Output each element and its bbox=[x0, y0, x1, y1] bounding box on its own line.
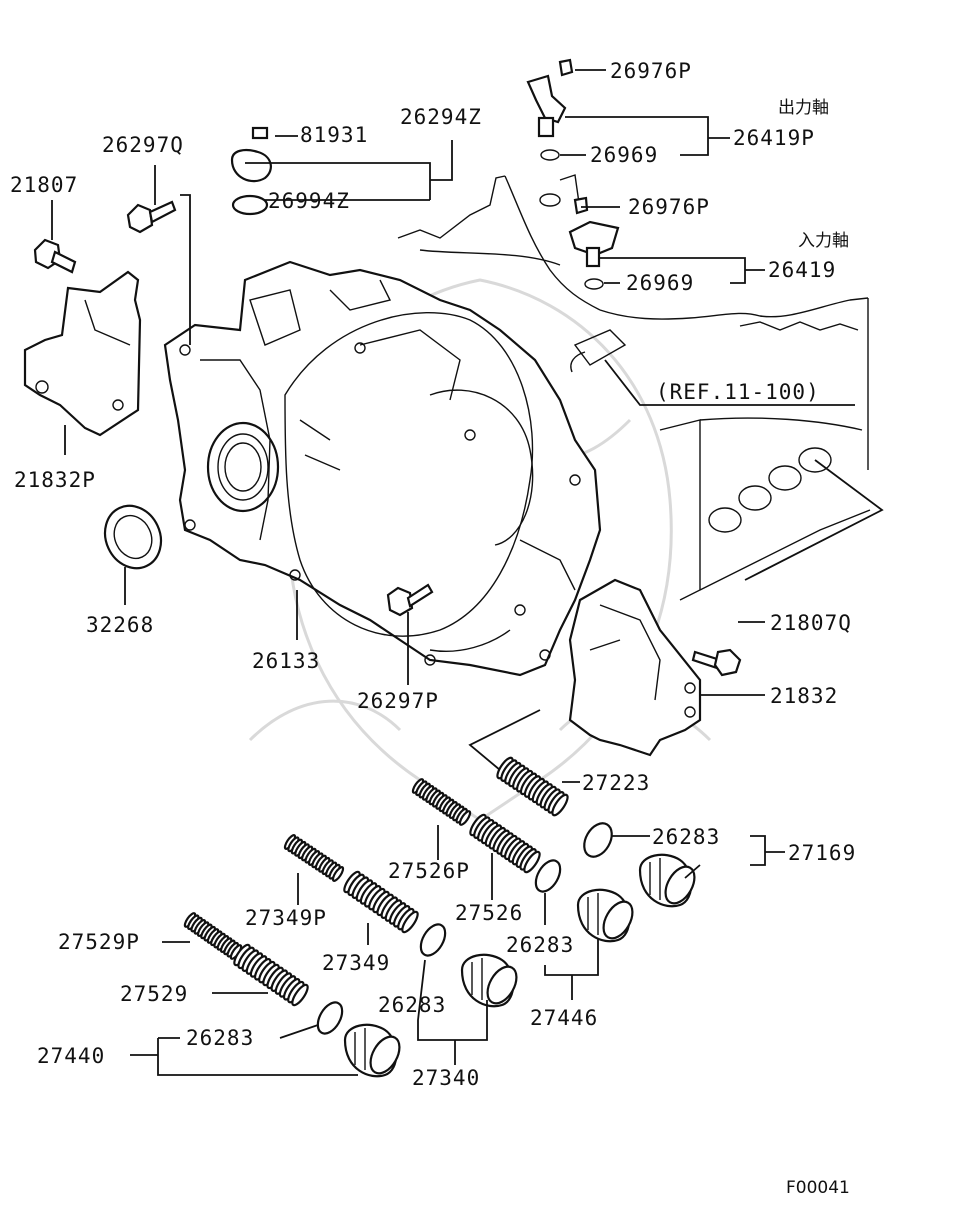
spring-27526P bbox=[411, 778, 472, 826]
label-27349P: 27349P bbox=[245, 906, 327, 930]
label-27529P: 27529P bbox=[58, 930, 140, 954]
bolt-21807Q bbox=[691, 648, 742, 677]
label-26297Q: 26297Q bbox=[102, 133, 184, 157]
oring-26283-low bbox=[419, 923, 447, 957]
oil-seal-32268 bbox=[103, 504, 163, 570]
label-26283-a: 26283 bbox=[652, 825, 720, 849]
label-26969-bottom: 26969 bbox=[626, 271, 694, 295]
spring-coil bbox=[523, 850, 541, 874]
spring-coil bbox=[331, 866, 345, 882]
label-27223: 27223 bbox=[582, 771, 650, 795]
label-26133: 26133 bbox=[252, 649, 320, 673]
leader-lines bbox=[51, 69, 884, 1076]
label-21832: 21832 bbox=[770, 684, 838, 708]
spring-27529P bbox=[183, 912, 243, 960]
bracket-21832P bbox=[23, 270, 142, 437]
label-27440: 27440 bbox=[37, 1044, 105, 1068]
label-26994Z: 26994Z bbox=[268, 189, 350, 213]
oring-26283-mid bbox=[534, 859, 562, 893]
label-27529: 27529 bbox=[120, 982, 188, 1006]
spring-27349P bbox=[283, 834, 345, 882]
label-27526: 27526 bbox=[455, 901, 523, 925]
label-26283-b: 26283 bbox=[506, 933, 574, 957]
label-output-shaft: 出力軸 bbox=[778, 98, 829, 118]
spring-coil bbox=[401, 910, 419, 934]
label-26419: 26419 bbox=[768, 258, 836, 282]
label-26297P: 26297P bbox=[357, 689, 439, 713]
label-ref: (REF.11-100) bbox=[656, 380, 820, 404]
label-27340: 27340 bbox=[412, 1066, 480, 1090]
bolt-26297P bbox=[386, 583, 434, 617]
bracket-21832 bbox=[568, 578, 702, 757]
spring-27223 bbox=[496, 756, 569, 817]
label-27446: 27446 bbox=[530, 1006, 598, 1030]
label-26969-top: 26969 bbox=[590, 143, 658, 167]
spring-coil bbox=[458, 810, 472, 826]
label-21807Q: 21807Q bbox=[770, 611, 852, 635]
figure-code: F00041 bbox=[786, 1178, 850, 1198]
label-26976P-top: 26976P bbox=[610, 59, 692, 83]
label-26294Z: 26294Z bbox=[400, 105, 482, 129]
label-26283-c: 26283 bbox=[378, 993, 446, 1017]
label-81931: 81931 bbox=[300, 123, 368, 147]
label-21807: 21807 bbox=[10, 173, 78, 197]
oring-26283-bottom bbox=[316, 1001, 344, 1035]
spring-27529 bbox=[233, 943, 309, 1007]
spring-27349 bbox=[343, 870, 419, 934]
speed-sensor-output bbox=[526, 58, 574, 161]
piston-27446 bbox=[576, 888, 634, 943]
piston-27440 bbox=[343, 1023, 401, 1078]
label-27169: 27169 bbox=[788, 841, 856, 865]
part-labels: 26976P 出力軸 81931 26294Z 26419P 26297Q 26… bbox=[10, 59, 856, 1198]
oring-26283-top bbox=[583, 822, 613, 858]
engine-block-outline bbox=[397, 174, 871, 601]
label-input-shaft: 入力軸 bbox=[798, 231, 849, 251]
plug-81931 bbox=[230, 126, 272, 216]
spring-coil bbox=[551, 793, 569, 817]
bolt-21807 bbox=[33, 238, 77, 274]
label-26419P: 26419P bbox=[733, 126, 815, 150]
label-26976P-bottom: 26976P bbox=[628, 195, 710, 219]
transfer-case-26133 bbox=[163, 260, 602, 677]
speed-sensor-input bbox=[539, 193, 620, 290]
spring-coil bbox=[291, 983, 309, 1007]
piston-27340 bbox=[460, 953, 518, 1008]
spring-27526 bbox=[469, 813, 541, 874]
label-27349: 27349 bbox=[322, 951, 390, 975]
label-27526P: 27526P bbox=[388, 859, 470, 883]
bolt-26297Q bbox=[126, 200, 177, 234]
label-32268: 32268 bbox=[86, 613, 154, 637]
label-21832P: 21832P bbox=[14, 468, 96, 492]
label-26283-d: 26283 bbox=[186, 1026, 254, 1050]
piston-27169 bbox=[638, 853, 696, 908]
